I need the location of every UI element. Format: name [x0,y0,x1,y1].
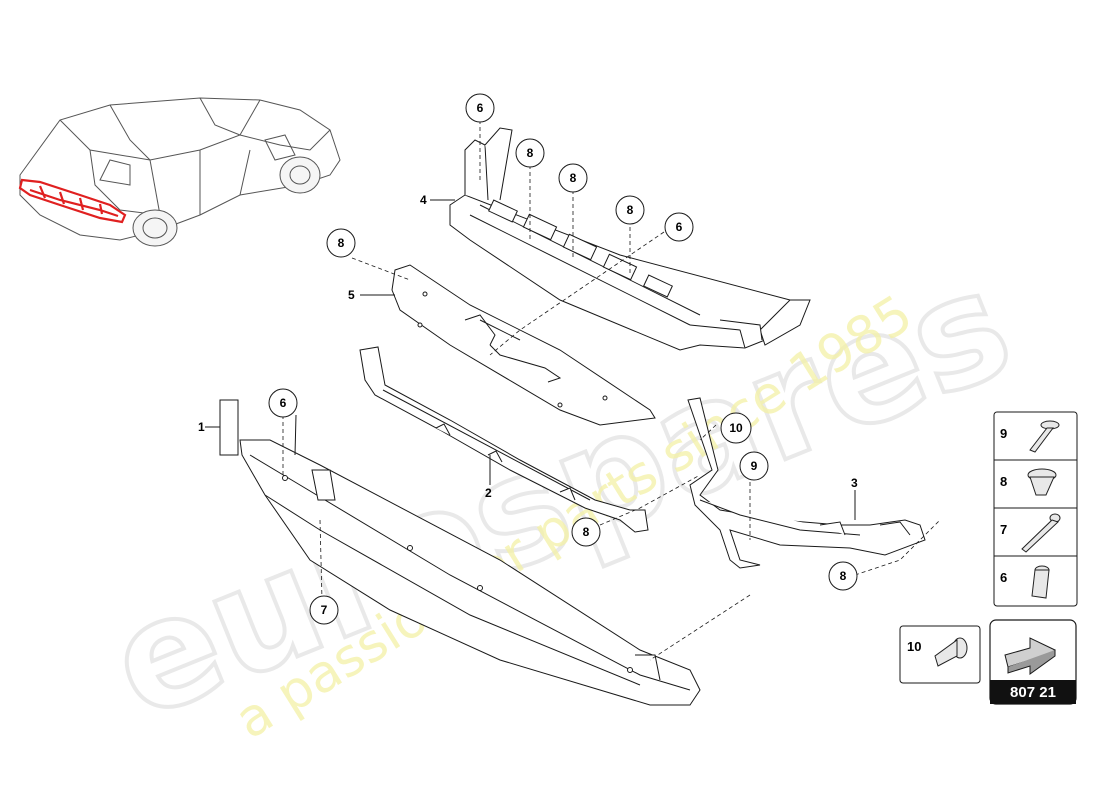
page-reference[interactable]: 807 21 [989,619,1077,705]
next-page-arrow-icon[interactable] [1004,637,1056,675]
callout-7: 7 [309,595,339,625]
button-head-screw-icon [934,637,968,667]
svg-text:8: 8 [627,203,634,217]
svg-text:6: 6 [1000,570,1007,585]
legend-item-9: 9 [1000,420,1060,453]
legend-item-10: 10 [907,637,968,667]
svg-text:8: 8 [840,569,847,583]
part-3-bracket-arm [687,397,926,569]
label-5: 5 [348,288,355,302]
callouts: 6 8 8 8 6 8 6 10 9 8 8 7 [268,93,858,625]
svg-text:7: 7 [1000,522,1007,537]
svg-text:8: 8 [570,171,577,185]
long-bolt-icon [1021,513,1061,553]
svg-text:6: 6 [477,101,484,115]
part-5-plate [391,264,656,426]
svg-text:8: 8 [338,236,345,250]
dashed-leaders [282,120,941,661]
callout-8-right: 8 [828,561,858,591]
callout-8-left: 8 [326,228,356,258]
svg-text:8: 8 [527,146,534,160]
callout-8-c: 8 [615,195,645,225]
part-2-crossbar [359,346,649,533]
vehicle-thumbnail [18,97,341,247]
legend-item-7: 7 [1000,513,1061,553]
nut-insert-icon [1031,565,1050,599]
label-4: 4 [420,193,427,207]
svg-text:8: 8 [1000,474,1007,489]
highlighted-rear-bumper [18,178,127,224]
part-4-cross-member [449,127,811,351]
label-2: 2 [485,486,492,500]
svg-text:9: 9 [1000,426,1007,441]
label-1: 1 [198,420,205,434]
svg-text:10: 10 [907,639,921,654]
svg-text:8: 8 [583,525,590,539]
callout-8-b: 8 [558,163,588,193]
svg-text:9: 9 [751,459,758,473]
svg-text:10: 10 [729,421,743,435]
legend-item-8: 8 [1000,468,1057,496]
callout-8-a: 8 [515,138,545,168]
svg-text:6: 6 [280,396,287,410]
screw-icon [1027,468,1057,496]
page-ref-label: 807 21 [1010,684,1056,701]
bolt-icon [1029,420,1060,453]
fastener-legend: 9 8 7 6 [899,411,1078,684]
leader-lines [205,199,856,520]
callout-10: 10 [720,412,752,444]
callout-9: 9 [739,451,769,481]
label-3: 3 [851,476,858,490]
svg-text:7: 7 [321,603,328,617]
part-labels: 4 5 1 2 3 [198,193,858,500]
callout-6-top: 6 [465,93,495,123]
svg-text:6: 6 [676,220,683,234]
part-1-bumper-beam [239,439,701,706]
callout-6-left: 6 [268,388,298,418]
callout-6-right: 6 [664,212,694,242]
legend-item-6: 6 [1000,565,1050,599]
callout-8-mid: 8 [571,517,601,547]
